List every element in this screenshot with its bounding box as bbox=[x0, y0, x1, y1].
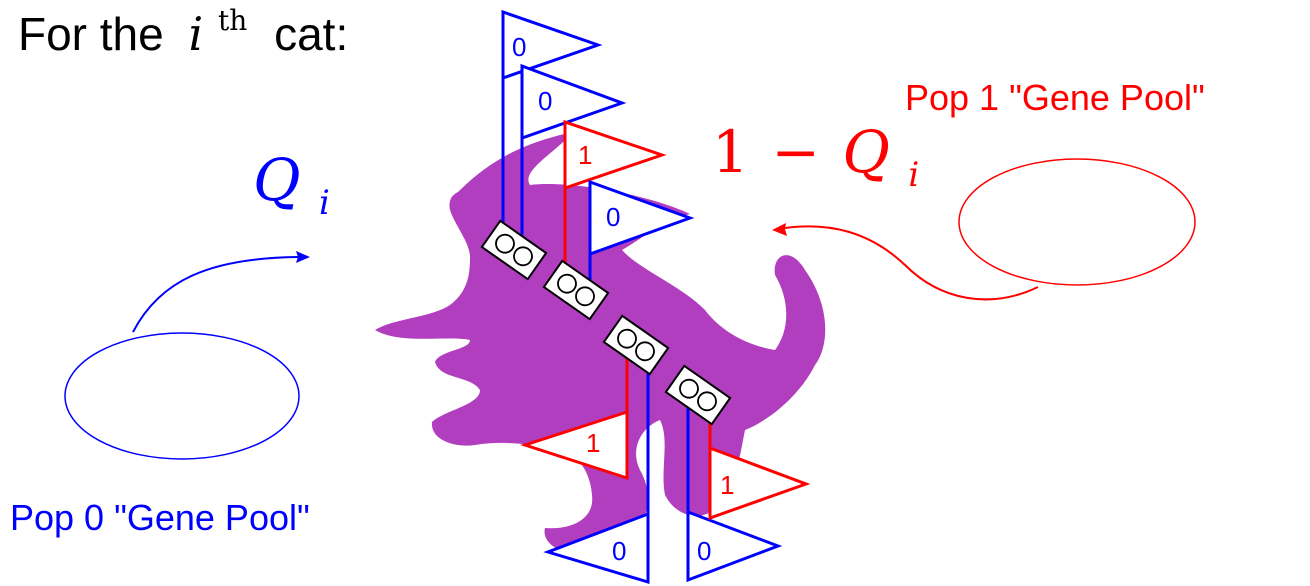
allele-flag bbox=[590, 182, 690, 254]
pop1-prob-one: 1 bbox=[712, 118, 749, 186]
allele-flag-label: 0 bbox=[697, 536, 711, 566]
pop1-gene-pool-ellipse bbox=[959, 159, 1195, 285]
pop0-prob-sub: i bbox=[319, 183, 330, 223]
diagram-title: For the i th cat: bbox=[18, 0, 348, 61]
pop0-prob-var: Q bbox=[253, 146, 301, 214]
pop1-prob-sub: i bbox=[908, 155, 919, 195]
pop0-probability: Q i bbox=[253, 146, 330, 223]
pop1-probability: 1 − Q i bbox=[712, 118, 919, 195]
allele-flag-label: 0 bbox=[538, 86, 552, 116]
title-prefix: For the bbox=[18, 8, 164, 60]
pop0-gene-pool-ellipse bbox=[65, 333, 299, 459]
allele-flag-label: 0 bbox=[612, 536, 626, 566]
allele-flag-label: 1 bbox=[578, 140, 592, 170]
pop0-arrow bbox=[133, 257, 298, 332]
allele-flag-label: 1 bbox=[586, 428, 600, 458]
allele-flag-label: 0 bbox=[512, 32, 526, 62]
title-superscript: th bbox=[218, 4, 247, 37]
pop0-label: Pop 0 "Gene Pool" bbox=[10, 497, 310, 538]
pop1-label: Pop 1 "Gene Pool" bbox=[905, 77, 1205, 118]
pop1-prob-var: Q bbox=[842, 118, 890, 186]
title-index-var: i bbox=[189, 7, 204, 61]
title-suffix: cat: bbox=[274, 8, 348, 60]
pop0-arrowhead-icon bbox=[296, 251, 310, 263]
allele-flag-label: 1 bbox=[720, 470, 734, 500]
allele-flag-label: 0 bbox=[606, 202, 620, 232]
pop1-arrowhead-icon bbox=[772, 223, 787, 236]
pop1-prob-minus: − bbox=[771, 118, 820, 186]
pop1-arrow bbox=[785, 226, 1038, 299]
